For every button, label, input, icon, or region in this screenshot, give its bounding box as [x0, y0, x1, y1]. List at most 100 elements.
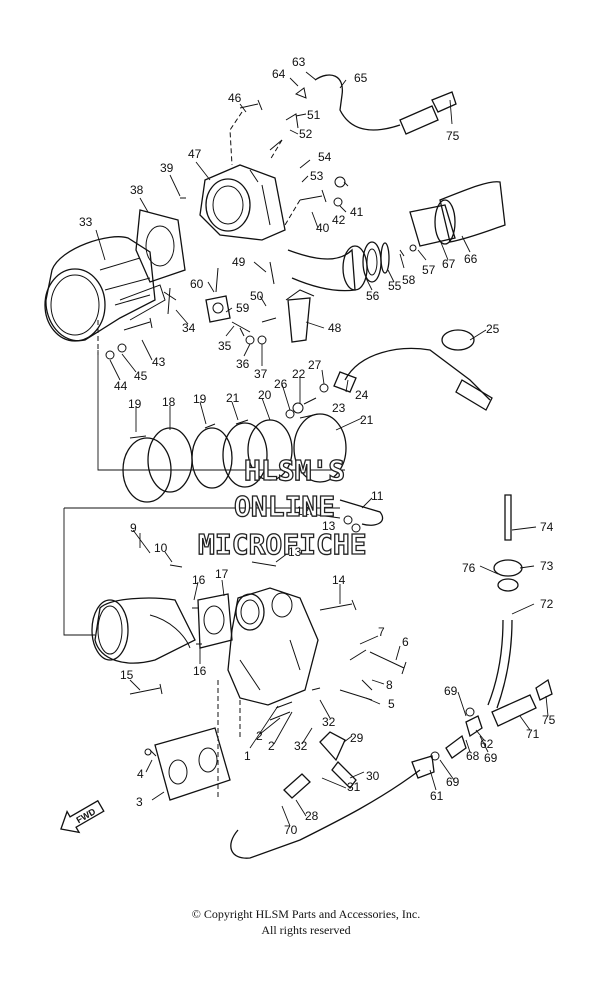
callout-9: 9: [130, 521, 137, 535]
callout-10: 10: [154, 541, 168, 555]
hose-72: [487, 494, 523, 709]
callout-65: 65: [354, 71, 368, 85]
callout-51: 51: [307, 108, 321, 122]
callout-54: 54: [318, 150, 332, 164]
callout-36: 36: [236, 357, 250, 371]
callout-11: 11: [371, 489, 384, 503]
exhaust-manifold-1: [227, 587, 319, 706]
callout-49: 49: [232, 255, 246, 269]
callout-58: 58: [402, 273, 416, 287]
callout-73: 73: [540, 559, 554, 573]
callout-30: 30: [366, 769, 380, 783]
dashed-leaders-lower: [217, 680, 241, 800]
hose-61: [230, 755, 435, 859]
callout-69: 69: [446, 775, 460, 789]
callout-55: 55: [388, 279, 402, 293]
callout-62: 62: [480, 737, 494, 751]
callout-17: 17: [215, 567, 229, 581]
callout-60: 60: [190, 277, 204, 291]
callout-21: 21: [226, 391, 240, 405]
callout-numbers: 1 2 2 3 4 5 6 7 8 9 10 11 12 13 13 14 15…: [79, 55, 556, 837]
watermark-line2: ONLINE: [234, 490, 335, 523]
callout-2: 2: [268, 739, 275, 753]
forward-arrow-icon: FWD: [60, 799, 105, 834]
callout-13: 13: [322, 519, 336, 533]
callout-39: 39: [160, 161, 174, 175]
callout-72: 72: [540, 597, 554, 611]
callout-40: 40: [316, 221, 330, 235]
bracket-48: [285, 289, 315, 343]
callout-25: 25: [486, 322, 500, 336]
callout-68: 68: [466, 749, 480, 763]
callout-5: 5: [388, 697, 395, 711]
callout-45: 45: [134, 369, 148, 383]
callout-26: 26: [274, 377, 288, 391]
callout-20: 20: [258, 388, 272, 402]
pipe-24: [333, 329, 493, 411]
callout-leaders: [95, 71, 549, 827]
callout-7: 7: [378, 625, 385, 639]
callout-75: 75: [542, 713, 556, 727]
callout-48: 48: [328, 321, 342, 335]
exhaust-housing-47: [199, 164, 286, 241]
callout-43: 43: [152, 355, 166, 369]
callout-12: 12: [296, 504, 310, 518]
small-bolts-lower: [129, 561, 407, 756]
dashed-leaders-top: [97, 111, 301, 355]
callout-19: 19: [193, 392, 207, 406]
callout-47: 47: [188, 147, 202, 161]
callout-66: 66: [464, 252, 478, 266]
callout-21: 21: [360, 413, 374, 427]
muffler-body: [44, 236, 166, 342]
callout-74: 74: [540, 520, 554, 534]
watermark-line3: MICROFICHE: [198, 528, 367, 561]
rights-text: All rights reserved: [261, 923, 351, 937]
copyright-footer: © Copyright HLSM Parts and Accessories, …: [0, 906, 612, 938]
callout-70: 70: [284, 823, 298, 837]
callout-41: 41: [350, 205, 364, 219]
callout-35: 35: [218, 339, 232, 353]
forward-label: FWD: [75, 806, 98, 825]
callout-24: 24: [355, 388, 369, 402]
callout-44: 44: [114, 379, 128, 393]
watermark: HLSM'S ONLINE MICROFICHE: [197, 453, 367, 561]
callout-56: 56: [366, 289, 380, 303]
callout-64: 64: [272, 67, 286, 81]
callout-27: 27: [308, 358, 322, 372]
callout-1: 1: [244, 749, 251, 763]
callout-28: 28: [305, 809, 319, 823]
callout-16: 16: [193, 664, 207, 678]
small-bolts-top: [105, 87, 417, 360]
hose-65: [314, 74, 457, 135]
watermark-line1: HLSM'S: [244, 454, 345, 487]
callout-33: 33: [79, 215, 93, 229]
callout-32: 32: [294, 739, 308, 753]
callout-52: 52: [299, 127, 313, 141]
frame-lines: [63, 350, 345, 636]
mount-59: [205, 295, 231, 323]
callout-6: 6: [402, 635, 409, 649]
callout-59: 59: [236, 301, 250, 315]
callout-50: 50: [250, 289, 264, 303]
callout-3: 3: [136, 795, 143, 809]
callout-57: 57: [422, 263, 436, 277]
callout-29: 29: [350, 731, 364, 745]
callout-75: 75: [446, 129, 460, 143]
outlet-pipe: [287, 181, 506, 292]
callout-23: 23: [332, 401, 346, 415]
gasket-17: [197, 593, 233, 649]
callout-71: 71: [526, 727, 540, 741]
callout-63: 63: [292, 55, 306, 69]
hose-29: [283, 731, 357, 799]
gasket-38: [135, 209, 186, 283]
fittings-71: [430, 678, 553, 761]
callout-15: 15: [120, 668, 134, 682]
callout-42: 42: [332, 213, 346, 227]
callout-37: 37: [254, 367, 268, 381]
callout-53: 53: [310, 169, 324, 183]
callout-38: 38: [130, 183, 144, 197]
callout-31: 31: [347, 780, 361, 794]
callout-18: 18: [162, 395, 176, 409]
elbow-pipe-9: [91, 597, 196, 664]
